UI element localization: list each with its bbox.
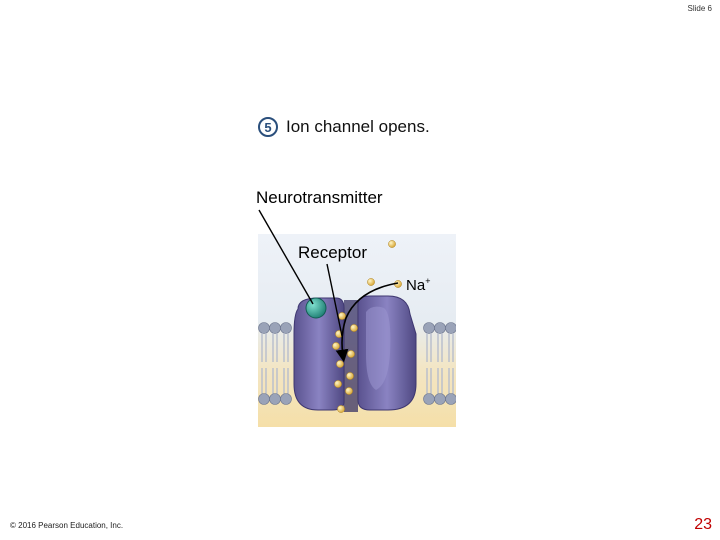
membrane-tails xyxy=(261,333,454,394)
lipid-head xyxy=(280,393,292,405)
copyright-notice: © 2016 Pearson Education, Inc. xyxy=(10,521,124,530)
step-heading: 5 Ion channel opens. xyxy=(258,117,430,137)
step-number-badge: 5 xyxy=(258,117,278,137)
sodium-ion xyxy=(388,240,396,248)
receptor-label: Receptor xyxy=(298,243,367,262)
sodium-ion xyxy=(350,324,358,332)
lipid-head xyxy=(445,393,456,405)
lipid-head xyxy=(434,393,446,405)
sodium-ion-label: Na+ xyxy=(406,276,431,294)
step-title: Ion channel opens. xyxy=(286,117,430,136)
lipid-head xyxy=(445,322,456,334)
page-number: 23 xyxy=(694,516,712,533)
sodium-ion xyxy=(394,280,402,288)
lipid-head xyxy=(434,322,446,334)
membrane-bottom-heads xyxy=(258,393,456,405)
lipid-head xyxy=(269,393,281,405)
sodium-ion xyxy=(338,312,346,320)
sodium-ion xyxy=(346,372,354,380)
lipid-head xyxy=(423,393,435,405)
sodium-ion xyxy=(337,405,345,413)
neurotransmitter-label: Neurotransmitter xyxy=(256,188,383,207)
lipid-head xyxy=(269,322,281,334)
membrane-bilayer xyxy=(258,322,456,405)
lipid-head xyxy=(258,322,270,334)
slide-label: Slide 6 xyxy=(687,4,712,13)
sodium-ion xyxy=(336,360,344,368)
lipid-head xyxy=(258,393,270,405)
lipid-head xyxy=(423,322,435,334)
sodium-ion xyxy=(334,380,342,388)
receptor-bound-neurotransmitter xyxy=(305,297,327,319)
sodium-ion xyxy=(367,278,375,286)
lipid-head xyxy=(280,322,292,334)
sodium-ion xyxy=(335,330,343,338)
sodium-ion xyxy=(345,387,353,395)
sodium-ion xyxy=(332,342,340,350)
membrane-top-heads xyxy=(258,322,456,334)
sodium-ion xyxy=(347,350,355,358)
